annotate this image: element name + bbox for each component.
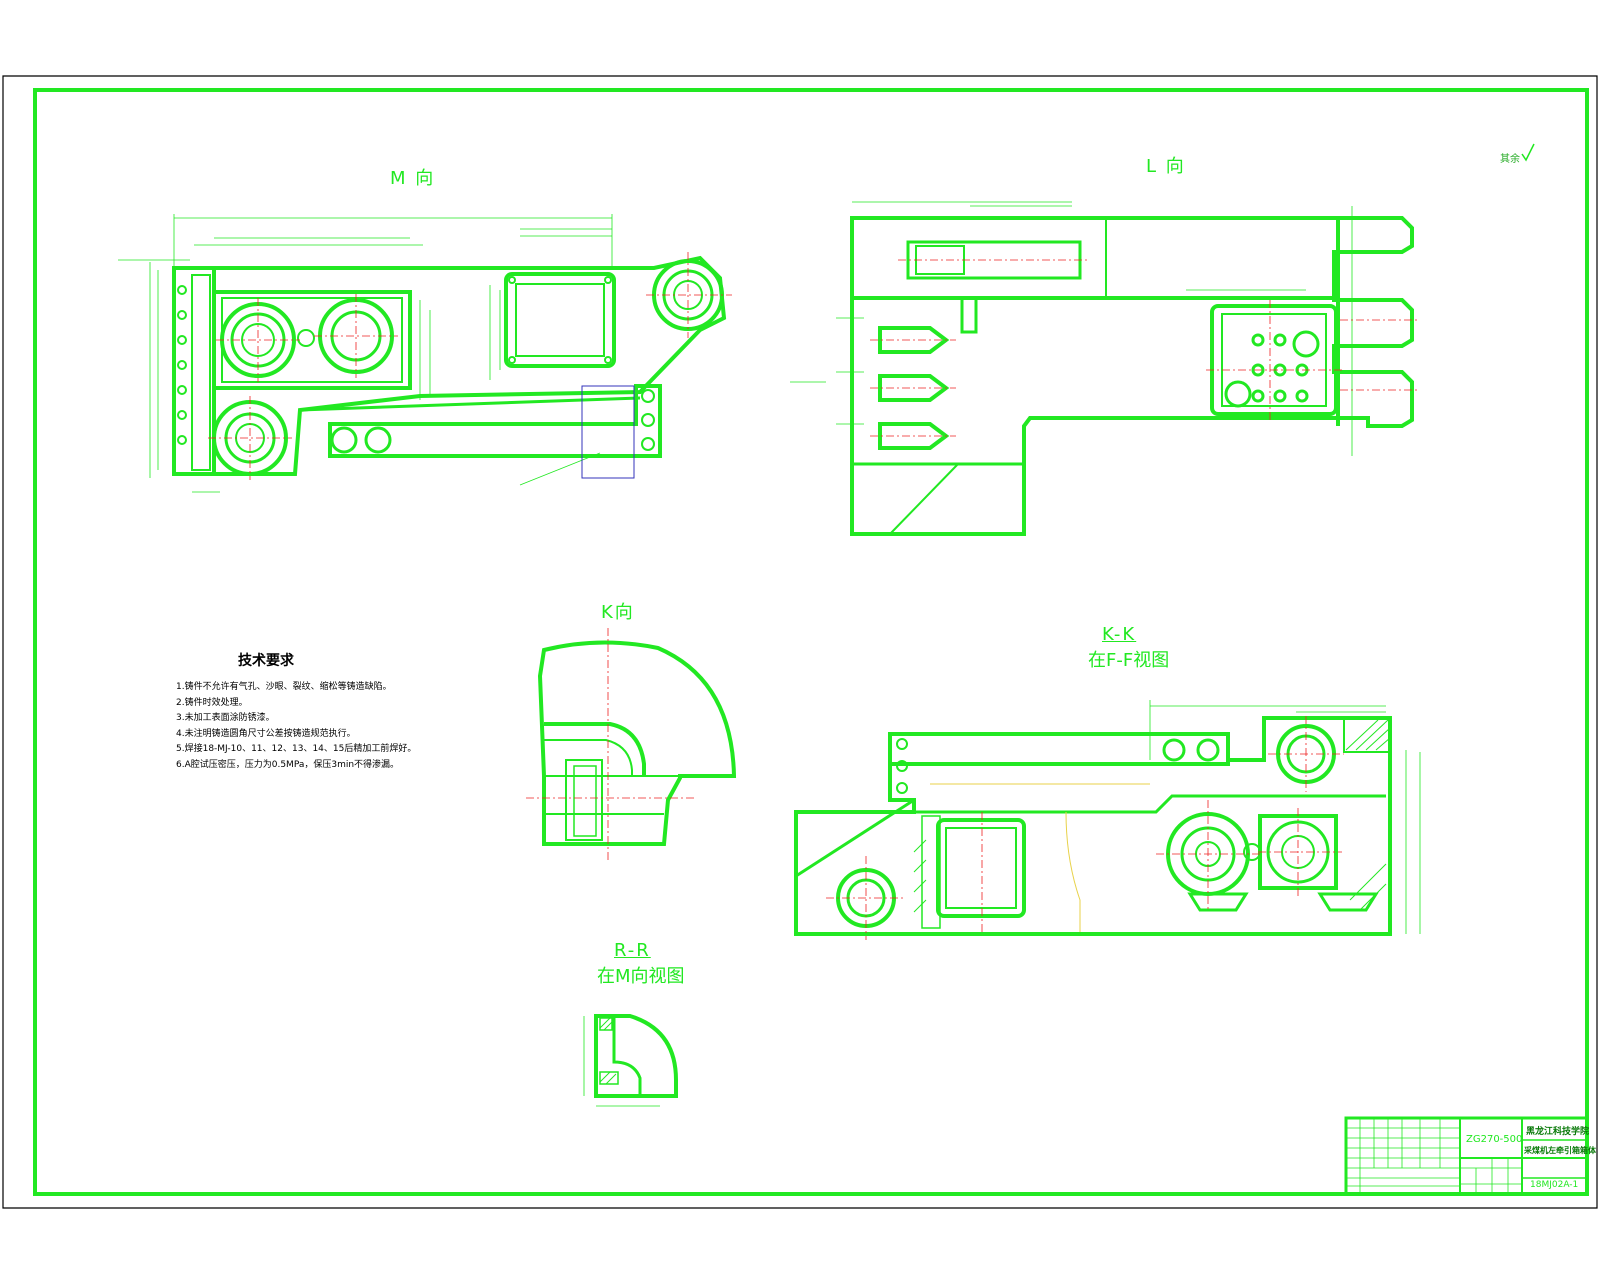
roughness-check-icon [1522,144,1534,160]
view-kk-centerlines [826,716,1344,940]
view-k-drawing [540,642,734,844]
tech-requirement-item: 4.未注明铸造圆角尺寸公差按铸造规范执行。 [176,728,356,739]
tech-requirements: 技术要求 1.铸件不允许有气孔、沙眼、裂纹、缩松等铸造缺陷。 2.铸件时效处理。… [176,650,416,773]
view-rr-subtitle: 在M向视图 [597,966,685,987]
view-m-drawing [118,214,724,492]
view-rr-title: R-R [614,940,651,961]
view-l-centerlines [870,260,1420,436]
view-kk-drawing [796,700,1420,934]
view-kk-title: K-K [1102,624,1137,645]
roughness-note: 其余 [1500,154,1520,165]
title-block-drawing-no: 18MJ02A-1 [1530,1180,1579,1190]
tech-requirement-item: 2.铸件时效处理。 [176,697,248,708]
view-k-title: K向 [601,602,635,623]
title-block-part-name: 采煤机左牵引箱箱体 [1524,1146,1596,1155]
tech-requirements-title: 技术要求 [238,653,294,669]
title-block-material: ZG270-500 [1466,1134,1523,1145]
view-m-centerlines [208,252,732,480]
title-block-lines [1346,1118,1587,1194]
view-m-title: M 向 [390,168,436,189]
tech-requirement-item: 6.A腔试压密压，压力为0.5MPa，保压3min不得渗漏。 [176,759,400,770]
view-l-title: L 向 [1146,156,1186,177]
title-block-school: 黑龙江科技学院 [1526,1127,1590,1137]
paper-border [3,76,1597,1208]
drawing-frame [35,90,1587,1194]
tech-requirement-item: 5.焊接18-MJ-10、11、12、13、14、15后精加工前焊好。 [176,744,417,754]
view-rr-drawing [584,1016,676,1106]
tech-requirement-item: 3.未加工表面涂防锈漆。 [176,713,275,723]
view-l-drawing [790,202,1412,534]
view-k-centerlines [526,628,694,860]
view-kk-subtitle: 在F-F视图 [1088,650,1170,671]
tech-requirement-item: 1.铸件不允许有气孔、沙眼、裂纹、缩松等铸造缺陷。 [176,682,392,692]
